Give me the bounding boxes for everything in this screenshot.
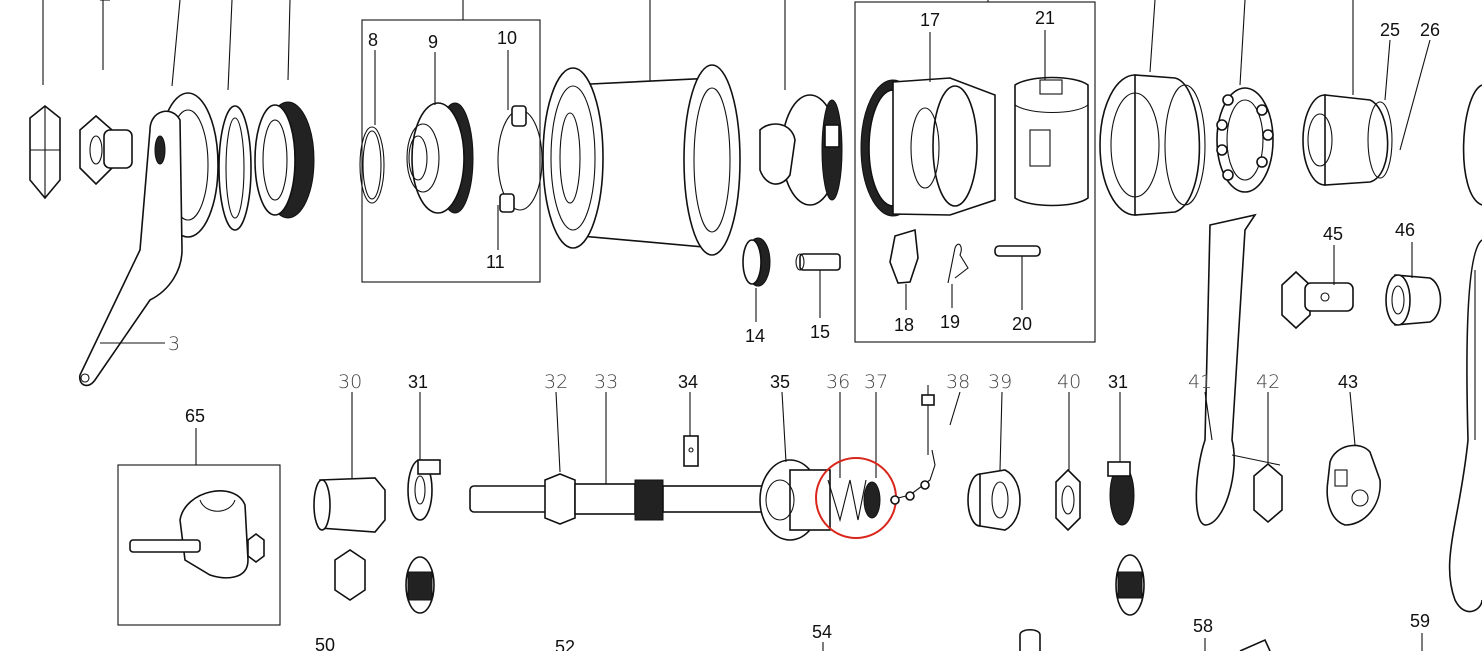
leader-32 xyxy=(555,391,561,473)
label-38: 38 xyxy=(946,371,970,393)
label-8: 8 xyxy=(368,30,378,50)
leader-39 xyxy=(999,391,1003,471)
key-part-34 xyxy=(683,435,699,467)
label-32: 32 xyxy=(544,371,568,393)
crank-arm-part xyxy=(78,92,219,387)
label-46: 46 xyxy=(1395,220,1415,240)
label-52: 52 xyxy=(555,637,575,651)
flange-nut-part xyxy=(79,114,133,186)
sprocket-part xyxy=(254,101,315,219)
locknut-part-39 xyxy=(967,469,1021,531)
label-41: 41 xyxy=(1188,371,1212,393)
label-36: 36 xyxy=(826,371,850,393)
hex-nut-part xyxy=(29,104,61,200)
washer-part-31-right xyxy=(1107,461,1145,616)
clamp-part-65 xyxy=(129,490,265,579)
label-50: 50 xyxy=(315,635,335,651)
planet-gear-part-14 xyxy=(742,237,771,287)
label-35: 35 xyxy=(770,372,790,392)
label-42: 42 xyxy=(1256,371,1280,393)
label-17: 17 xyxy=(920,10,940,30)
adjuster-nut-part-45 xyxy=(1281,270,1354,330)
ball-bearing-part xyxy=(1216,87,1274,193)
label-18: 18 xyxy=(894,315,914,335)
label-19: 19 xyxy=(940,312,960,332)
label-37: 37 xyxy=(864,371,888,393)
pin-part-20 xyxy=(994,245,1041,257)
edge-bracket-part xyxy=(1448,239,1482,613)
label-14: 14 xyxy=(745,326,765,346)
label-54: 54 xyxy=(812,622,832,642)
label-58: 58 xyxy=(1193,616,1213,636)
spring-part-36 xyxy=(827,479,867,523)
label-31-right: 31 xyxy=(1108,372,1128,392)
hub-shell-part xyxy=(542,64,741,256)
nut-part-30 xyxy=(313,477,386,601)
bell-crank-part-43 xyxy=(1326,444,1381,526)
leader-26 xyxy=(1399,39,1431,151)
pawl-spring-part-19 xyxy=(947,243,969,284)
label-31-left: 31 xyxy=(408,372,428,392)
label-10: 10 xyxy=(497,28,517,48)
group-box-8-11 xyxy=(361,19,541,283)
leader-41 xyxy=(1204,391,1213,441)
leader-43 xyxy=(1349,391,1356,446)
label-45: 45 xyxy=(1323,224,1343,244)
axle-part-32-33 xyxy=(469,473,784,525)
label-15: 15 xyxy=(810,322,830,342)
ring-gear-part-17 xyxy=(860,77,996,217)
ring-part-37 xyxy=(863,481,881,519)
label-34: 34 xyxy=(678,372,698,392)
label-33: 33 xyxy=(594,371,618,393)
label-9: 9 xyxy=(428,32,438,52)
label-39: 39 xyxy=(988,371,1012,393)
pawl-part-18 xyxy=(889,228,919,284)
cap-part-46 xyxy=(1385,274,1442,326)
indicator-chain-part-38 xyxy=(889,385,936,505)
pin-part-15 xyxy=(795,253,841,271)
edge-partial-part xyxy=(1462,84,1482,206)
label-43: 43 xyxy=(1338,372,1358,392)
clutch-part-35 xyxy=(759,459,831,541)
top-edge-leaders xyxy=(42,0,1354,95)
bottom-partial-parts xyxy=(1019,628,1271,651)
label-21: 21 xyxy=(1035,8,1055,28)
threaded-cup-part xyxy=(1099,74,1206,216)
label-25: 25 xyxy=(1380,20,1400,40)
nut-part-40 xyxy=(1055,468,1081,532)
bearing-ring-part xyxy=(218,105,252,231)
label-20: 20 xyxy=(1012,314,1032,334)
driver-part-9 xyxy=(406,102,474,214)
label-30: 30 xyxy=(338,371,362,393)
clip-part-10-11 xyxy=(497,105,543,213)
leader-38 xyxy=(949,391,961,426)
nut-part-42 xyxy=(1253,462,1283,524)
label-3: 3 xyxy=(168,333,180,355)
label-11: 11 xyxy=(486,252,505,272)
cone-part-25-26 xyxy=(1302,94,1393,186)
washer-part-31-left xyxy=(405,459,441,614)
cam-assembly-part xyxy=(759,94,843,206)
group-box-65 xyxy=(117,464,281,626)
snap-ring-part-8 xyxy=(359,126,385,204)
sleeve-part-21 xyxy=(1014,76,1089,207)
label-26: 26 xyxy=(1420,20,1440,40)
label-65: 65 xyxy=(185,406,205,426)
leader-35 xyxy=(781,391,787,463)
group-box-17-21 xyxy=(854,1,1096,343)
leader-25 xyxy=(1384,39,1391,101)
lever-arm-part-41 xyxy=(1195,213,1281,526)
label-40: 40 xyxy=(1057,371,1081,393)
label-59: 59 xyxy=(1410,611,1430,631)
